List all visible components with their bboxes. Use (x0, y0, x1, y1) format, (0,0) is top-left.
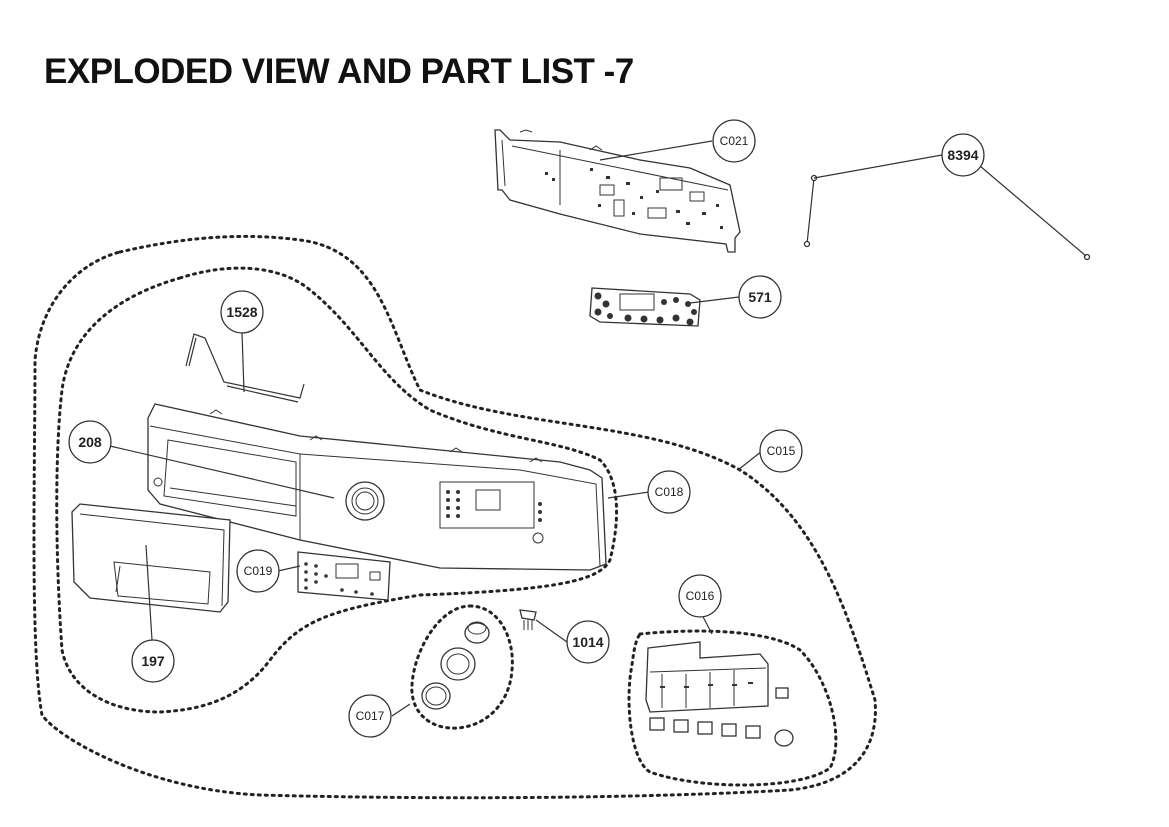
callout-label: C015 (767, 444, 796, 458)
callout-1528: 1528 (220, 290, 264, 334)
part-knob-assembly (421, 621, 490, 710)
part-display-module (589, 287, 701, 327)
callout-c017: C017 (348, 694, 392, 738)
callout-c021: C021 (712, 119, 756, 163)
callout-208: 208 (68, 420, 112, 464)
callout-197: 197 (131, 639, 175, 683)
callout-label: 197 (141, 653, 165, 669)
callout-1014: 1014 (566, 620, 610, 664)
part-drawer-handle (71, 503, 231, 613)
group-outline-c016 (627, 629, 838, 787)
callout-8394: 8394 (941, 133, 985, 177)
callout-label: 208 (78, 434, 102, 450)
callout-label: C017 (356, 709, 385, 723)
callout-label: 8394 (947, 147, 978, 163)
part-clip-wire (185, 333, 305, 403)
leader-lines (109, 140, 1087, 717)
part-button-bracket (645, 641, 794, 747)
callout-label: 1014 (572, 634, 603, 650)
callout-c019: C019 (236, 549, 280, 593)
page-title: EXPLODED VIEW AND PART LIST -7 (44, 52, 634, 91)
callout-label: C019 (244, 564, 273, 578)
callout-label: 1528 (226, 304, 257, 320)
callout-label: 571 (748, 289, 772, 305)
part-wire-harness (803, 174, 1091, 261)
callout-c018: C018 (647, 470, 691, 514)
callout-c016: C016 (678, 574, 722, 618)
callout-label: C021 (720, 134, 749, 148)
part-main-pcb (494, 129, 741, 253)
callout-c015: C015 (759, 429, 803, 473)
callout-label: C016 (686, 589, 715, 603)
group-outline-c015 (32, 234, 877, 800)
part-control-panel (147, 403, 607, 571)
part-screw (519, 609, 537, 630)
part-overlay-panel (297, 551, 391, 601)
callout-571: 571 (738, 275, 782, 319)
group-outline-inner (55, 266, 618, 714)
callout-label: C018 (655, 485, 684, 499)
